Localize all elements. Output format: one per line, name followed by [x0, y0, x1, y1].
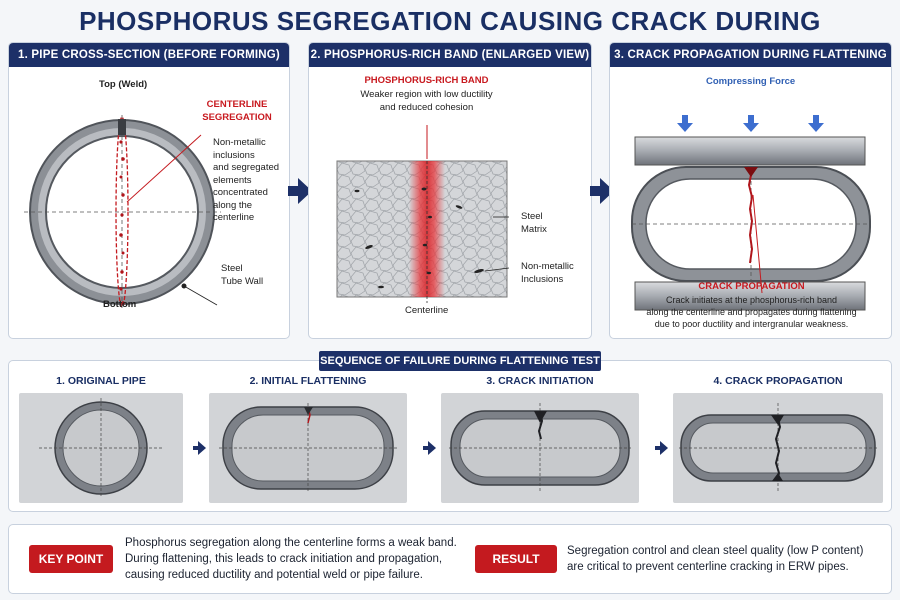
non-metallic-inclusions-label: Non-metallic Inclusions — [521, 261, 574, 285]
flattening-drawing — [631, 115, 871, 311]
arrow-right-icon — [423, 441, 436, 455]
force-arrows — [677, 115, 824, 132]
step-original-pipe — [19, 393, 183, 503]
steel-tube-wall-label: Steel Tube Wall — [221, 263, 264, 287]
panel-2-heading: 2. PHOSPHORUS-RICH BAND (ENLARGED VIEW) — [309, 43, 591, 67]
panel-pipe-cross-section: 1. PIPE CROSS-SECTION (BEFORE FORMING) — [8, 42, 290, 339]
top-plate — [634, 136, 866, 166]
phosphorus-band-label: PHOSPHORUS-RICH BAND — [364, 75, 489, 86]
step-title: 4. CRACK PROPAGATION — [713, 375, 843, 387]
pipe-cross-section-drawing — [24, 115, 221, 309]
step-title: 1. ORIGINAL PIPE — [56, 375, 146, 387]
sequence-heading: SEQUENCE OF FAILURE DURING FLATTENING TE… — [319, 351, 601, 371]
panel-1-heading: 1. PIPE CROSS-SECTION (BEFORE FORMING) — [9, 43, 289, 67]
steel-matrix-label: Steel Matrix — [521, 211, 547, 235]
result-text: Segregation control and clean steel qual… — [567, 545, 864, 573]
sequence-panel: SEQUENCE OF FAILURE DURING FLATTENING TE… — [8, 351, 892, 512]
centerline-label: Centerline — [405, 305, 449, 316]
compressing-force-label: Compressing Force — [706, 76, 796, 87]
centerline-segregation-label: CENTERLINE SEGREGATION — [202, 99, 272, 123]
step-title: 2. INITIAL FLATTENING — [249, 375, 367, 387]
panel-crack-propagation: 3. CRACK PROPAGATION DURING FLATTENING C… — [609, 42, 892, 339]
key-point-text: Phosphorus segregation along the centerl… — [125, 537, 457, 581]
step-title: 3. CRACK INITIATION — [486, 375, 594, 387]
crack-propagation-label: CRACK PROPAGATION — [698, 281, 805, 292]
summary-panel: KEY POINT Phosphorus segregation along t… — [8, 524, 892, 594]
inclusions — [354, 187, 484, 289]
arrow-right-icon — [193, 441, 206, 455]
top-weld-label: Top (Weld) — [99, 79, 148, 90]
crack-description: Crack initiates at the phosphorus-rich b… — [646, 295, 857, 329]
bottom-label: Bottom — [103, 299, 137, 310]
step-initial-flattening — [209, 393, 407, 503]
microstructure-drawing — [336, 125, 510, 303]
crack — [747, 166, 754, 264]
result-badge: RESULT — [475, 545, 557, 573]
weld-seam — [118, 119, 126, 135]
segregation-zone — [115, 116, 129, 308]
step-crack-initiation — [441, 393, 639, 503]
arrow-right-icon — [655, 441, 668, 455]
step-crack-propagation — [673, 393, 883, 503]
key-point-badge: KEY POINT — [29, 545, 113, 573]
band-description: Weaker region with low ductility and red… — [360, 89, 493, 113]
bottom-plate — [634, 281, 866, 311]
panel-phosphorus-band: 2. PHOSPHORUS-RICH BAND (ENLARGED VIEW) — [308, 42, 592, 339]
inclusion-note: Non-metallic inclusions and segregated e… — [213, 137, 280, 223]
panel-3-heading: 3. CRACK PROPAGATION DURING FLATTENING — [610, 43, 891, 67]
